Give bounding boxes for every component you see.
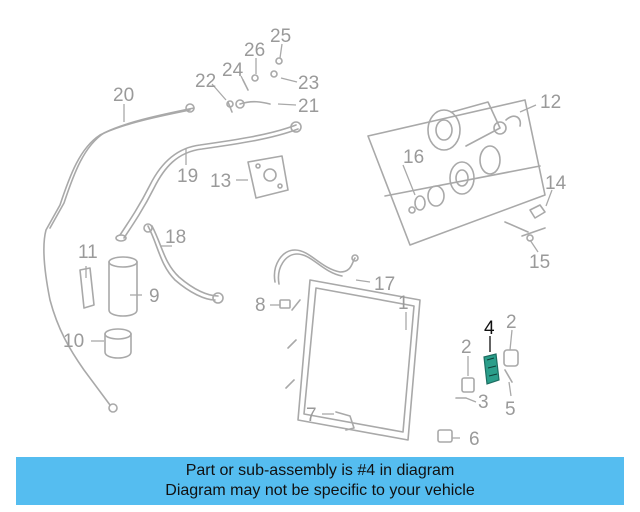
callout-1: 1 (398, 293, 409, 314)
callout-18: 18 (165, 227, 186, 248)
callout-labels: 1 2 2 3 4 5 6 7 8 9 10 11 12 13 14 15 16… (63, 26, 567, 450)
callout-24: 24 (222, 60, 244, 81)
callout-15: 15 (529, 252, 550, 273)
banner-line-disclaimer: Diagram may not be specific to your vehi… (165, 482, 475, 499)
callout-2-right: 2 (506, 312, 517, 333)
bracket-7 (335, 411, 355, 431)
callout-4: 4 (484, 318, 495, 339)
callout-22: 22 (195, 71, 216, 92)
callout-13: 13 (210, 171, 231, 192)
callout-10: 10 (63, 331, 84, 352)
drier-cap-10 (104, 328, 132, 359)
callout-6: 6 (469, 429, 480, 450)
callout-9: 9 (149, 286, 160, 307)
callout-16: 16 (403, 147, 424, 168)
callout-7: 7 (306, 405, 317, 426)
callout-11: 11 (78, 242, 98, 263)
bracket-13 (247, 155, 289, 199)
hose-17 (273, 249, 359, 285)
fittings-22-26 (226, 57, 283, 113)
banner-line-part-number: Part or sub-assembly is #4 in diagram (185, 462, 455, 479)
mount-2-left (461, 377, 475, 393)
hose-18 (143, 223, 224, 304)
callout-19: 19 (177, 166, 198, 187)
line-21 (235, 99, 271, 109)
highlighted-part-4[interactable] (483, 353, 500, 385)
callout-12: 12 (540, 92, 561, 113)
ac-system-parts-diagram: 1 2 2 3 4 5 6 7 8 9 10 11 12 13 14 15 16… (43, 26, 567, 450)
pressure-switch-14-15 (504, 204, 546, 242)
bolt-5 (504, 369, 513, 383)
receiver-drier-9 (108, 256, 138, 317)
callout-23: 23 (298, 73, 319, 94)
bracket-6 (437, 429, 453, 443)
callout-2-left: 2 (461, 337, 472, 358)
hose-20 (43, 103, 195, 413)
callout-14: 14 (545, 173, 567, 194)
callout-8: 8 (255, 295, 266, 316)
callout-20: 20 (113, 85, 134, 106)
callout-3: 3 (478, 392, 489, 413)
callout-17: 17 (374, 274, 395, 295)
callout-5: 5 (505, 399, 516, 420)
callout-21: 21 (298, 96, 319, 117)
mount-2-right (503, 349, 519, 367)
bracket-11 (79, 267, 95, 309)
callout-25: 25 (270, 26, 291, 47)
hose-19 (115, 121, 302, 242)
info-banner: Part or sub-assembly is #4 in diagram Di… (16, 457, 624, 505)
condenser-1 (285, 279, 421, 441)
compressor-assembly-12 (367, 99, 546, 246)
clip-8 (279, 299, 291, 309)
callout-26: 26 (244, 40, 265, 61)
leader-lines (85, 43, 553, 439)
